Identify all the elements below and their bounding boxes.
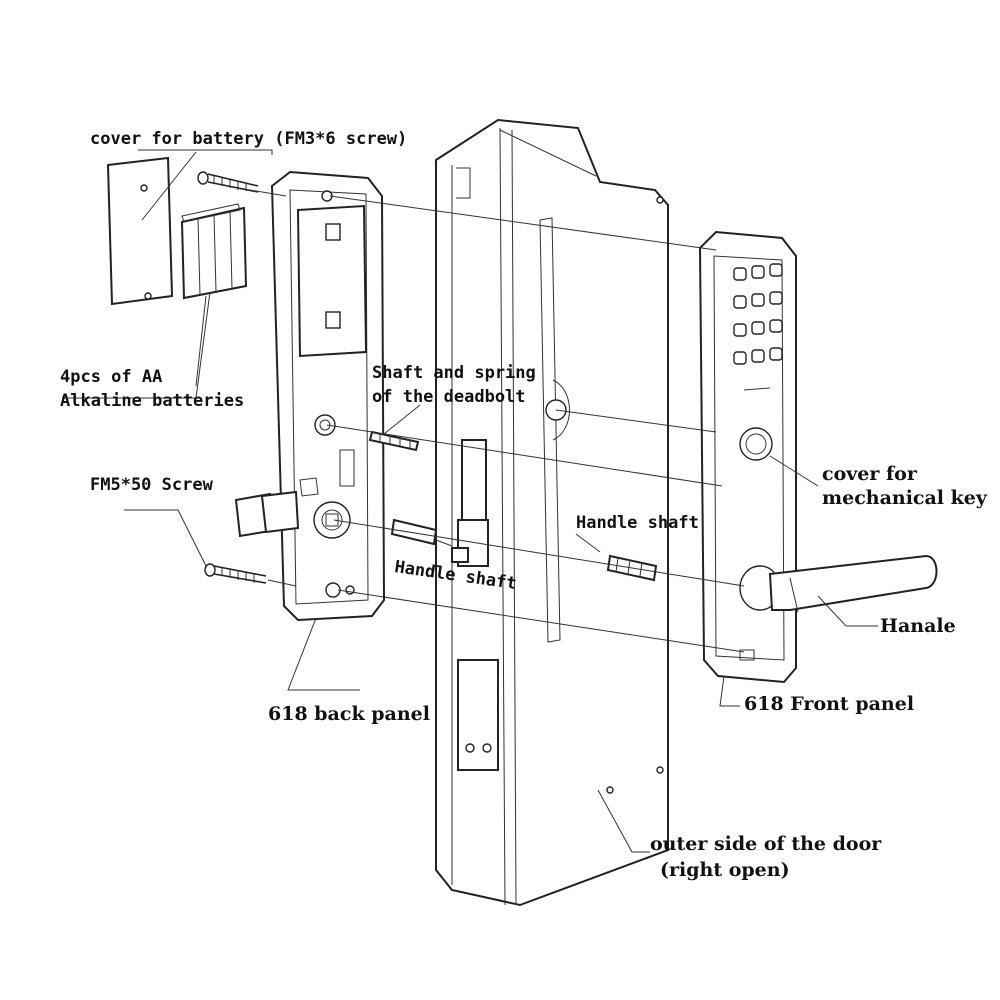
inside-handle-stub — [234, 490, 300, 538]
door-slab — [435, 118, 669, 907]
label-handle: Hanale — [880, 615, 956, 637]
label-front-panel: 618 Front panel — [744, 693, 914, 715]
alignment-lines — [249, 189, 745, 653]
keypad — [733, 263, 783, 365]
front-handle — [768, 554, 938, 613]
fm5-screw — [204, 563, 267, 584]
label-back-panel: 618 back panel — [268, 703, 430, 725]
leader-lines — [62, 149, 878, 853]
label-shaft-spring-line1: Shaft and spring — [372, 363, 536, 383]
label-batteries-line1: 4pcs of AA — [60, 367, 162, 387]
deadbolt-shaft-spring — [368, 430, 420, 452]
label-shaft-spring-line2: of the deadbolt — [372, 387, 526, 407]
label-key-cover-line1: cover for — [822, 463, 918, 485]
label-battery-cover: cover for battery (FM3*6 screw) — [90, 129, 407, 149]
label-handle-shaft-right: Handle shaft — [576, 513, 699, 533]
battery-screw — [197, 171, 259, 193]
battery-cover — [106, 156, 174, 306]
back-panel — [270, 170, 386, 622]
label-door-line1: outer side of the door — [650, 833, 882, 855]
label-fm5-screw: FM5*50 Screw — [90, 475, 214, 495]
mechanical-key-cover — [739, 427, 773, 461]
front-panel — [698, 230, 797, 684]
handle-shaft-left-part — [390, 518, 438, 546]
label-door-line2: (right open) — [660, 859, 790, 881]
label-batteries-line2: Alkaline batteries — [60, 391, 244, 411]
label-key-cover-line2: mechanical key — [822, 487, 988, 509]
aa-batteries — [180, 203, 248, 300]
latch-body — [451, 439, 489, 567]
